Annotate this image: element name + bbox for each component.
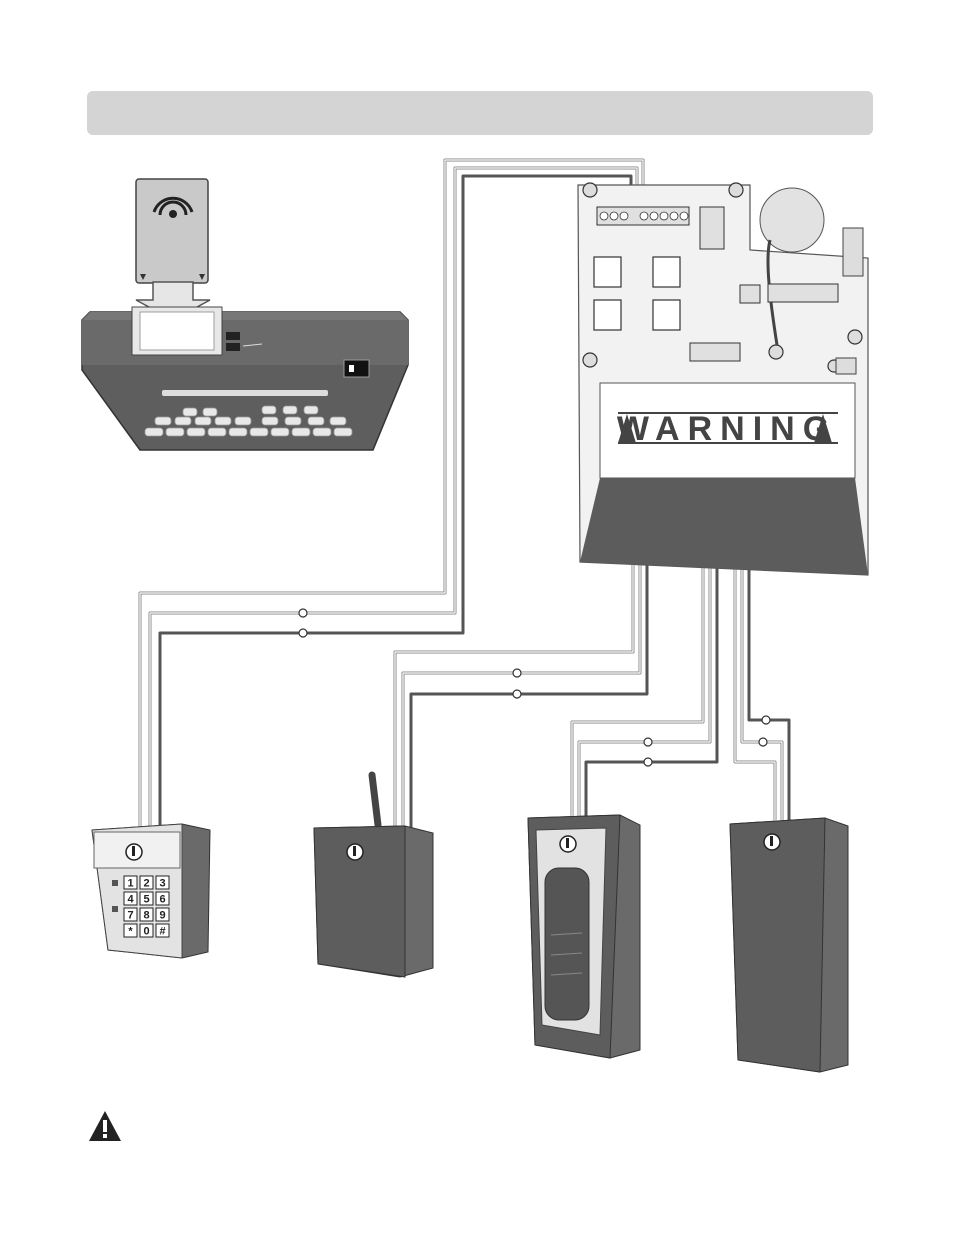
key-lock-icon xyxy=(560,836,576,852)
keypad-key-label: * xyxy=(128,926,133,938)
keypad-key-label: 9 xyxy=(159,910,165,922)
key-lock-icon xyxy=(347,844,363,860)
keypad-key-label: 8 xyxy=(143,910,149,922)
keypad-key-label: 5 xyxy=(143,894,149,906)
card-reader xyxy=(528,815,640,1058)
access-box xyxy=(730,818,848,1072)
keypad-key-label: 1 xyxy=(127,878,133,890)
programming-card xyxy=(136,179,208,283)
key-lock-icon xyxy=(764,834,780,850)
keypad-key-label: 3 xyxy=(159,878,165,890)
warning-label: WARNING xyxy=(617,410,837,448)
control-board: WARNING xyxy=(578,183,868,575)
keypad-key-label: 0 xyxy=(143,926,149,938)
caution-icon xyxy=(88,1110,122,1142)
keypad-key-label: 4 xyxy=(127,894,134,906)
keypad-key-label: # xyxy=(159,926,165,938)
access-console xyxy=(82,307,408,450)
key-lock-icon xyxy=(126,844,142,860)
keypad-key-label: 2 xyxy=(143,878,149,890)
keypad-key-label: 6 xyxy=(159,894,165,906)
keypad-key-label: 7 xyxy=(127,910,133,922)
radio-receiver xyxy=(314,775,433,977)
